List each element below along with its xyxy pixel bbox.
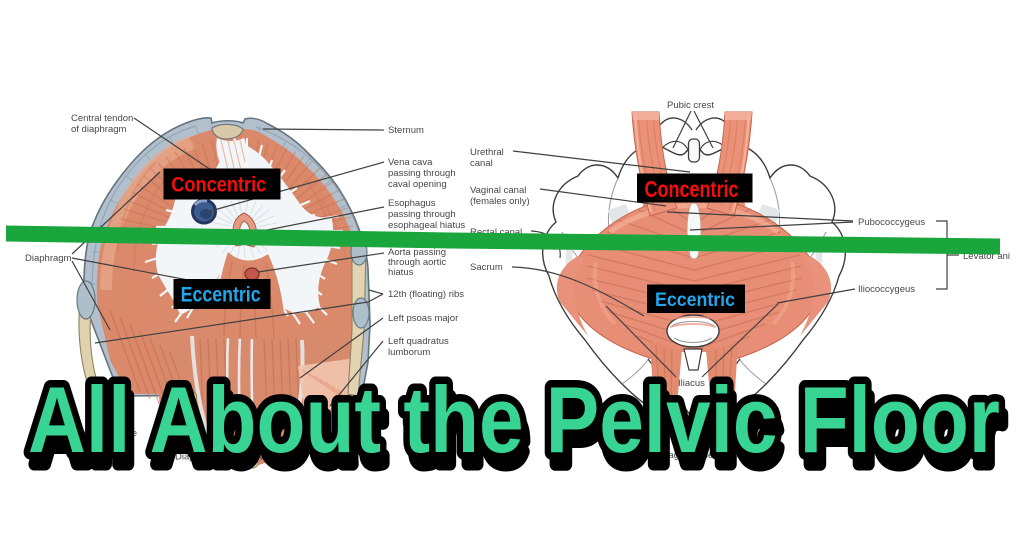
svg-text:Pubic crest: Pubic crest [667, 100, 714, 111]
svg-text:Aorta passing: Aorta passing [388, 247, 446, 258]
svg-text:Pelvic diaphragm (superior vie: Pelvic diaphragm (superior view) [614, 450, 752, 461]
svg-text:Iliococcygeus: Iliococcygeus [858, 284, 915, 295]
svg-text:Sacrum: Sacrum [470, 262, 503, 273]
svg-text:Left psoas major: Left psoas major [388, 313, 458, 324]
svg-text:12th (floating) ribs: 12th (floating) ribs [388, 289, 464, 300]
svg-text:Concentric: Concentric [171, 173, 266, 197]
svg-text:Pubococcygeus: Pubococcygeus [858, 217, 925, 228]
svg-text:Vena cava: Vena cava [388, 157, 433, 168]
svg-text:Levator ani: Levator ani [963, 251, 1010, 262]
svg-text:canal: canal [470, 158, 493, 169]
svg-text:Eccentric: Eccentric [655, 289, 735, 311]
svg-text:Central tendon: Central tendon [71, 113, 133, 124]
svg-text:Diaphragm: Diaphragm [25, 253, 72, 264]
svg-text:Urethral: Urethral [470, 147, 504, 158]
svg-text:hiatus: hiatus [388, 267, 414, 278]
svg-text:Vaginal canal: Vaginal canal [470, 185, 526, 196]
svg-text:Iliacus: Iliacus [678, 378, 705, 389]
svg-text:Diaphragm (inferior view): Diaphragm (inferior view) [175, 452, 281, 463]
svg-text:(females only): (females only) [470, 196, 530, 207]
svg-text:Esophagus: Esophagus [388, 198, 436, 209]
svg-text:of diaphragm: of diaphragm [71, 124, 127, 135]
svg-text:caval opening: caval opening [388, 179, 447, 190]
svg-text:esophageal hiatus: esophageal hiatus [388, 220, 465, 231]
svg-text:Left quadratus: Left quadratus [388, 336, 449, 347]
svg-text:passing through: passing through [388, 209, 456, 220]
svg-text:Lumbar vertebrae: Lumbar vertebrae [62, 428, 137, 439]
svg-text:through aortic: through aortic [388, 257, 446, 268]
svg-text:Concentric: Concentric [645, 176, 739, 202]
svg-text:All About the Pelvic Floor: All About the Pelvic Floor [28, 367, 1000, 472]
svg-text:lumborum: lumborum [388, 347, 430, 358]
svg-text:Rectal canal: Rectal canal [470, 227, 522, 238]
svg-text:Eccentric: Eccentric [181, 284, 261, 307]
svg-text:All About the Pelvic Floor: All About the Pelvic Floor [32, 379, 1004, 484]
svg-text:Sternum: Sternum [388, 125, 424, 136]
svg-text:passing through: passing through [388, 168, 456, 179]
